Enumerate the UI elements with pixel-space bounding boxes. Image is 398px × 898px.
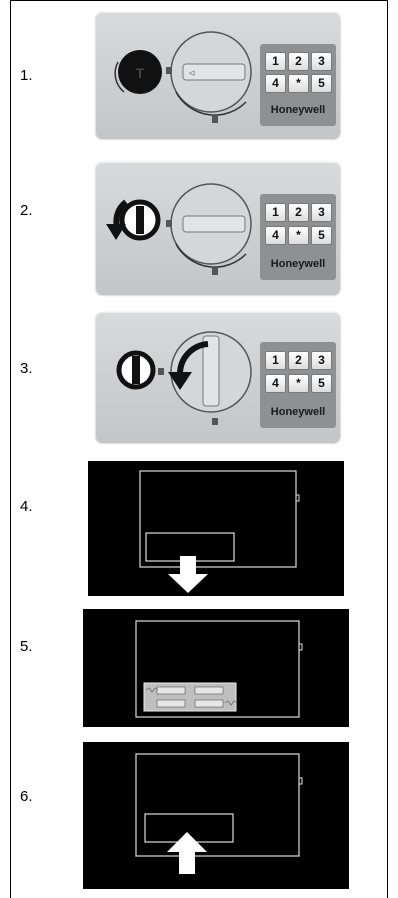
key-5[interactable]: 5 bbox=[311, 74, 332, 93]
lock-icon bbox=[166, 220, 172, 227]
step-label-3: 3. bbox=[20, 360, 33, 377]
key-star[interactable]: * bbox=[288, 374, 309, 393]
key-3[interactable]: 3 bbox=[311, 52, 332, 71]
battery-icon bbox=[143, 682, 238, 712]
key-2[interactable]: 2 bbox=[288, 203, 309, 222]
safe-lock-illustration bbox=[106, 183, 252, 275]
key-star[interactable]: * bbox=[288, 226, 309, 245]
safe-interior-step-4 bbox=[88, 461, 344, 596]
key-4[interactable]: 4 bbox=[265, 374, 286, 393]
safe-panel-step-3: 1 2 3 4 * 5 Honeywell bbox=[96, 312, 340, 442]
key-2[interactable]: 2 bbox=[288, 351, 309, 370]
key-3[interactable]: 3 bbox=[311, 351, 332, 370]
svg-text:⊲: ⊲ bbox=[188, 68, 196, 78]
lock-icon bbox=[158, 368, 164, 375]
down-arrow-icon bbox=[168, 556, 208, 593]
step-label-1: 1. bbox=[20, 67, 33, 84]
step-label-2: 2. bbox=[20, 202, 33, 219]
key-4[interactable]: 4 bbox=[265, 226, 286, 245]
key-5[interactable]: 5 bbox=[311, 226, 332, 245]
keypad: 1 2 3 4 * 5 Honeywell bbox=[260, 342, 336, 428]
keypad: 1 2 3 4 * 5 Honeywell bbox=[260, 44, 336, 126]
rotate-arrow-icon bbox=[176, 341, 209, 375]
lock-icon bbox=[166, 67, 172, 74]
key-1[interactable]: 1 bbox=[265, 203, 286, 222]
safe-panel-step-2: 1 2 3 4 * 5 Honeywell bbox=[96, 162, 340, 294]
key-star[interactable]: * bbox=[288, 74, 309, 93]
unlock-icon bbox=[212, 116, 218, 123]
key-3[interactable]: 3 bbox=[311, 203, 332, 222]
key-1[interactable]: 1 bbox=[265, 351, 286, 370]
safe-interior-step-5 bbox=[83, 609, 349, 727]
key-4[interactable]: 4 bbox=[265, 74, 286, 93]
key-2[interactable]: 2 bbox=[288, 52, 309, 71]
key-1[interactable]: 1 bbox=[265, 52, 286, 71]
brand-logo: Honeywell bbox=[270, 258, 326, 270]
safe-panel-step-1: T ⊲ 1 2 3 4 * 5 Honeywell bbox=[96, 12, 340, 138]
keypad: 1 2 3 4 * 5 Honeywell bbox=[260, 194, 336, 280]
brand-logo: Honeywell bbox=[270, 406, 326, 418]
step-label-5: 5. bbox=[20, 638, 33, 655]
brand-logo: Honeywell bbox=[270, 104, 326, 116]
step-label-6: 6. bbox=[20, 788, 33, 805]
safe-lock-illustration: T ⊲ bbox=[114, 31, 252, 123]
unlock-icon bbox=[212, 268, 218, 275]
key-5[interactable]: 5 bbox=[311, 374, 332, 393]
svg-text:T: T bbox=[136, 65, 145, 81]
unlock-icon bbox=[212, 418, 218, 425]
safe-interior-step-6 bbox=[83, 742, 349, 889]
up-arrow-icon bbox=[167, 832, 207, 874]
step-label-4: 4. bbox=[20, 498, 33, 515]
instruction-table bbox=[10, 0, 388, 898]
safe-lock-illustration bbox=[116, 331, 252, 425]
